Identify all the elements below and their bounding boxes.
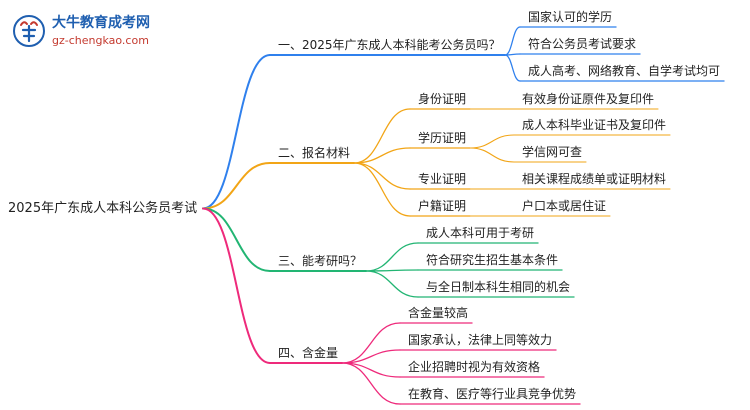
connector-root-branch-3 <box>202 207 271 272</box>
branch-2-item-education: 学历证明 <box>418 131 467 145</box>
branch-3-item-2: 符合研究生招生基本条件 <box>426 253 559 267</box>
branch-4-title: 四、含金量 <box>278 346 339 360</box>
branch-3-item-3: 与全日制本科生相同的机会 <box>426 280 571 294</box>
site-logo-name: 大牛教育成考网 <box>52 15 150 31</box>
branch-1-title: 一、2025年广东成人本科能考公务员吗？ <box>278 38 501 52</box>
branch-2-household-detail: 户口本或居住证 <box>522 199 607 213</box>
branch-2-item-household: 户籍证明 <box>418 199 467 213</box>
branch-1-item-2: 符合公务员考试要求 <box>528 37 637 51</box>
branch-3-title: 三、能考研吗？ <box>278 254 363 268</box>
connector-b3c0 <box>341 322 401 364</box>
site-logo-url: gz-chengkao.com <box>52 34 149 47</box>
branch-2-identity-detail: 有效身份证原件及复印件 <box>522 92 655 106</box>
connector-root-branch-1 <box>202 54 271 210</box>
connector-b1c1g1 <box>469 147 515 163</box>
branch-4-item-1: 含金量较高 <box>408 306 469 320</box>
branch-2-item-major: 专业证明 <box>418 172 467 186</box>
connector-b2c0 <box>365 242 419 272</box>
connector-b1c1 <box>353 147 411 164</box>
connector-b0c2 <box>504 54 521 82</box>
branch-2-item-identity: 身份证明 <box>418 92 467 106</box>
connector-b3c3 <box>341 362 401 405</box>
branch-3-item-1: 成人本科可用于考研 <box>426 226 535 240</box>
branch-1-item-3: 成人高考、网络教育、自学考试均可 <box>528 64 721 78</box>
branch-4-item-3: 企业招聘时视为有效资格 <box>408 360 541 374</box>
connector-b1c1g0 <box>469 134 515 149</box>
connector-b0c0 <box>504 26 521 56</box>
branch-2-education-detail-2: 学信网可查 <box>522 145 583 159</box>
connector-b2c2 <box>365 270 419 298</box>
connector-b1c0 <box>353 108 411 164</box>
branch-4-item-2: 国家承认，法律上同等效力 <box>408 333 553 347</box>
bull-logo-icon <box>13 15 45 47</box>
branch-1-item-1: 国家认可的学历 <box>528 10 613 24</box>
branch-2-major-detail: 相关课程成绩单或证明材料 <box>522 172 667 186</box>
connector-root-branch-2 <box>202 162 271 210</box>
connector-b3c1 <box>341 349 401 364</box>
branch-2-title: 二、报名材料 <box>278 146 351 160</box>
branch-2-education-detail-1: 成人本科毕业证书及复印件 <box>522 118 667 132</box>
connector-root-branch-4 <box>202 207 271 364</box>
branch-4-item-4: 在教育、医疗等行业具竞争优势 <box>408 387 577 401</box>
site-logo[interactable]: 大牛教育成考网 gz-chengkao.com <box>8 12 178 52</box>
connector-b1c2 <box>353 162 411 190</box>
mindmap-root: 2025年广东成人本科公务员考试 <box>8 201 198 216</box>
connector-b1c3 <box>353 162 411 217</box>
